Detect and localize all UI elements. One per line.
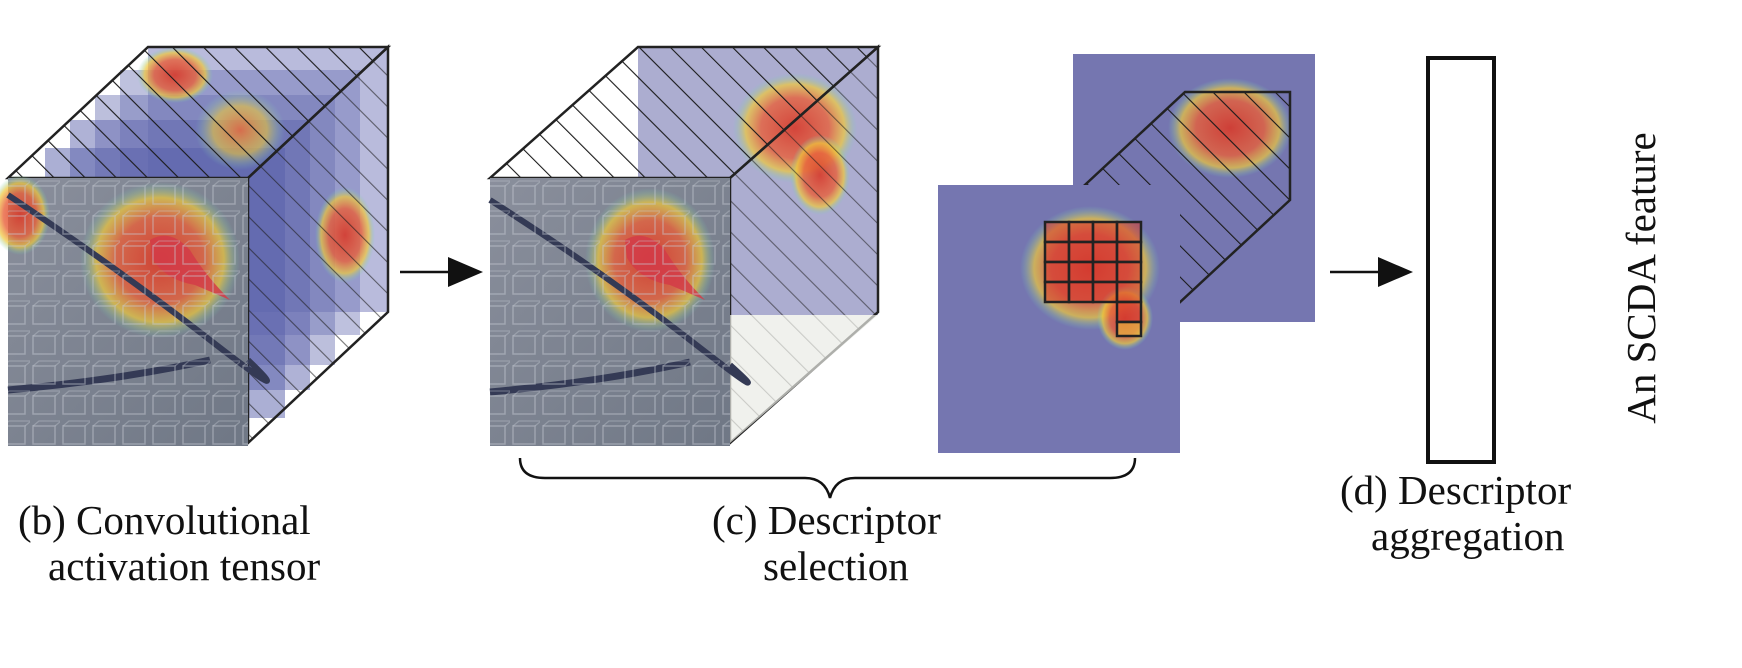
selection-front-slice (488, 178, 751, 446)
selection-tensor (486, 44, 882, 446)
selection-brace (518, 457, 1137, 499)
caption-c-line2: selection (763, 543, 909, 589)
scda-feature-label: An SCDA feature (1618, 132, 1664, 424)
caption-b-line1: (b) Convolutional (18, 497, 311, 543)
caption-c-line1: (c) Descriptor (712, 497, 941, 543)
caption-d-line1: (d) Descriptor (1340, 467, 1572, 513)
selected-cells (1043, 220, 1143, 338)
caption-b-line2: activation tensor (48, 543, 321, 589)
scda-feature-box (1426, 56, 1496, 464)
selected-descriptors (938, 54, 1315, 453)
tensor-front-slice (0, 175, 270, 446)
caption-d-line2: aggregation (1371, 513, 1565, 559)
activation-tensor (0, 44, 392, 446)
